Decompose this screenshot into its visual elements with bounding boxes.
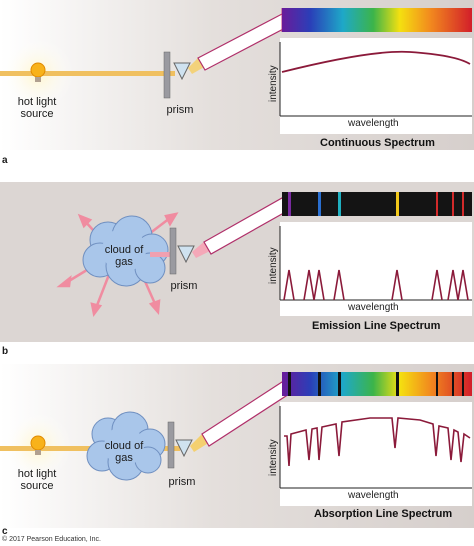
prism-icon	[177, 245, 195, 264]
y-axis-label: intensity	[268, 65, 279, 102]
slit	[167, 421, 175, 469]
light-beam	[0, 71, 175, 76]
panel-emission: cloud of gas prism intensity wavelength …	[0, 182, 474, 342]
panel-a-diagram	[0, 0, 474, 150]
continuous-curve	[281, 50, 471, 73]
x-axis-label: wavelength	[348, 118, 399, 129]
cloud-label: cloud of gas	[96, 440, 152, 464]
cloud-label: cloud of gas	[96, 244, 152, 268]
lightbulb-icon	[30, 435, 46, 455]
source-label: hot light source	[6, 468, 68, 492]
prism-label: prism	[170, 280, 198, 292]
source-label-line1: hot light	[17, 468, 57, 480]
panel-letter-c: c	[2, 526, 8, 537]
absorption-lines	[288, 372, 464, 396]
emission-spectrum-bar	[282, 192, 472, 216]
cloud-label-line1: cloud of	[104, 244, 144, 256]
panel-absorption: hot light source cloud of gas prism inte…	[0, 364, 474, 528]
emission-peaks	[283, 269, 469, 301]
cloud-label-line2: gas	[115, 452, 133, 464]
panel-b-diagram	[0, 182, 474, 342]
graph-box	[280, 402, 472, 506]
cloud-label-line2: gas	[115, 256, 133, 268]
prism-label: prism	[166, 104, 194, 116]
continuous-spectrum-bar	[282, 8, 472, 32]
x-axis-label: wavelength	[348, 490, 399, 501]
panel-c-diagram	[0, 364, 474, 528]
emission-lines	[288, 192, 464, 216]
y-axis-label: intensity	[268, 439, 279, 476]
cloud-label-line1: cloud of	[104, 440, 144, 452]
source-label: hot light source	[6, 96, 68, 120]
y-axis-label: intensity	[268, 247, 279, 284]
prism-icon	[175, 439, 193, 458]
panel-title: Continuous Spectrum	[320, 137, 435, 149]
slit	[163, 51, 171, 99]
panel-letter-a: a	[2, 155, 8, 166]
emission-beam	[150, 252, 174, 257]
panel-letter-b: b	[2, 346, 9, 357]
source-label-line1: hot light	[17, 96, 57, 108]
copyright-notice: © 2017 Pearson Education, Inc.	[2, 536, 101, 543]
panel-continuous: hot light source prism intensity wavelen…	[0, 0, 474, 150]
panel-title: Emission Line Spectrum	[312, 320, 441, 332]
absorption-curve	[284, 417, 471, 467]
lightbulb-icon	[30, 62, 46, 82]
gas-cloud	[86, 411, 166, 481]
panel-title: Absorption Line Spectrum	[314, 508, 453, 520]
source-label-line2: source	[20, 108, 54, 120]
absorption-spectrum-bar	[282, 372, 472, 396]
prism-label: prism	[168, 476, 196, 488]
gas-cloud	[82, 215, 169, 287]
source-label-line2: source	[20, 480, 54, 492]
x-axis-label: wavelength	[348, 302, 399, 313]
slit	[169, 227, 177, 275]
prism-icon	[173, 62, 191, 81]
